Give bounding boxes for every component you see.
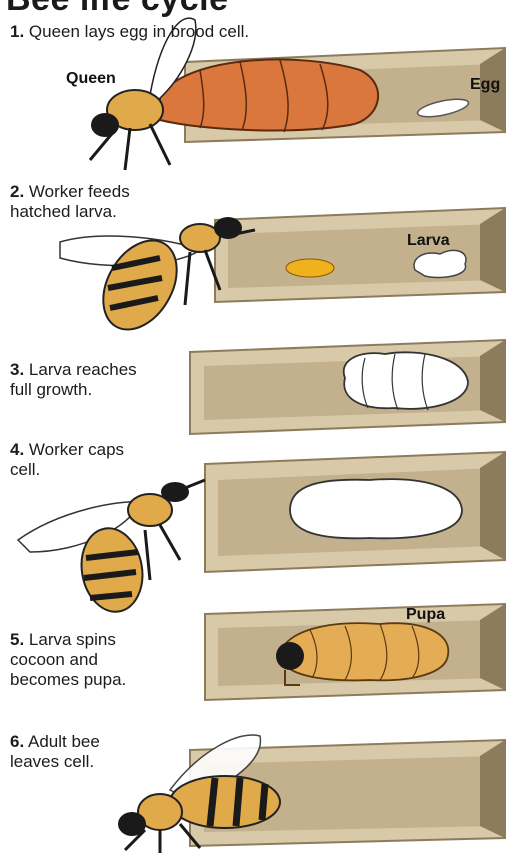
step-6: 6. Adult beeleaves cell. <box>0 720 527 853</box>
step-3: 3. Larva reachesfull growth. <box>0 330 527 440</box>
worker-bee-illustration <box>18 480 205 617</box>
step-5: 5. Larva spinscocoon andbecomes pupa. Pu… <box>0 600 527 710</box>
step-1-caption: 1. Queen lays egg in brood cell. <box>10 22 249 42</box>
step-4: 4. Worker capscell. <box>0 440 527 620</box>
step-3-caption: 3. Larva reachesfull growth. <box>10 360 137 400</box>
step-4-caption: 4. Worker capscell. <box>10 440 124 480</box>
young-larva <box>414 250 466 277</box>
step-5-caption: 5. Larva spinscocoon andbecomes pupa. <box>10 630 126 690</box>
capped-larva <box>290 479 462 538</box>
label-queen: Queen <box>66 70 116 88</box>
label-pupa: Pupa <box>406 606 445 624</box>
step-6-caption: 6. Adult beeleaves cell. <box>10 732 100 772</box>
larva-food-drop <box>286 259 334 277</box>
step-2-caption: 2. Worker feedshatched larva. <box>10 182 130 222</box>
label-larva: Larva <box>407 232 450 250</box>
step-1: 1. Queen lays egg in brood cell. Queen E… <box>0 0 527 180</box>
label-egg: Egg <box>470 76 500 94</box>
step-2: 2. Worker feedshatched larva. Larva <box>0 180 527 330</box>
